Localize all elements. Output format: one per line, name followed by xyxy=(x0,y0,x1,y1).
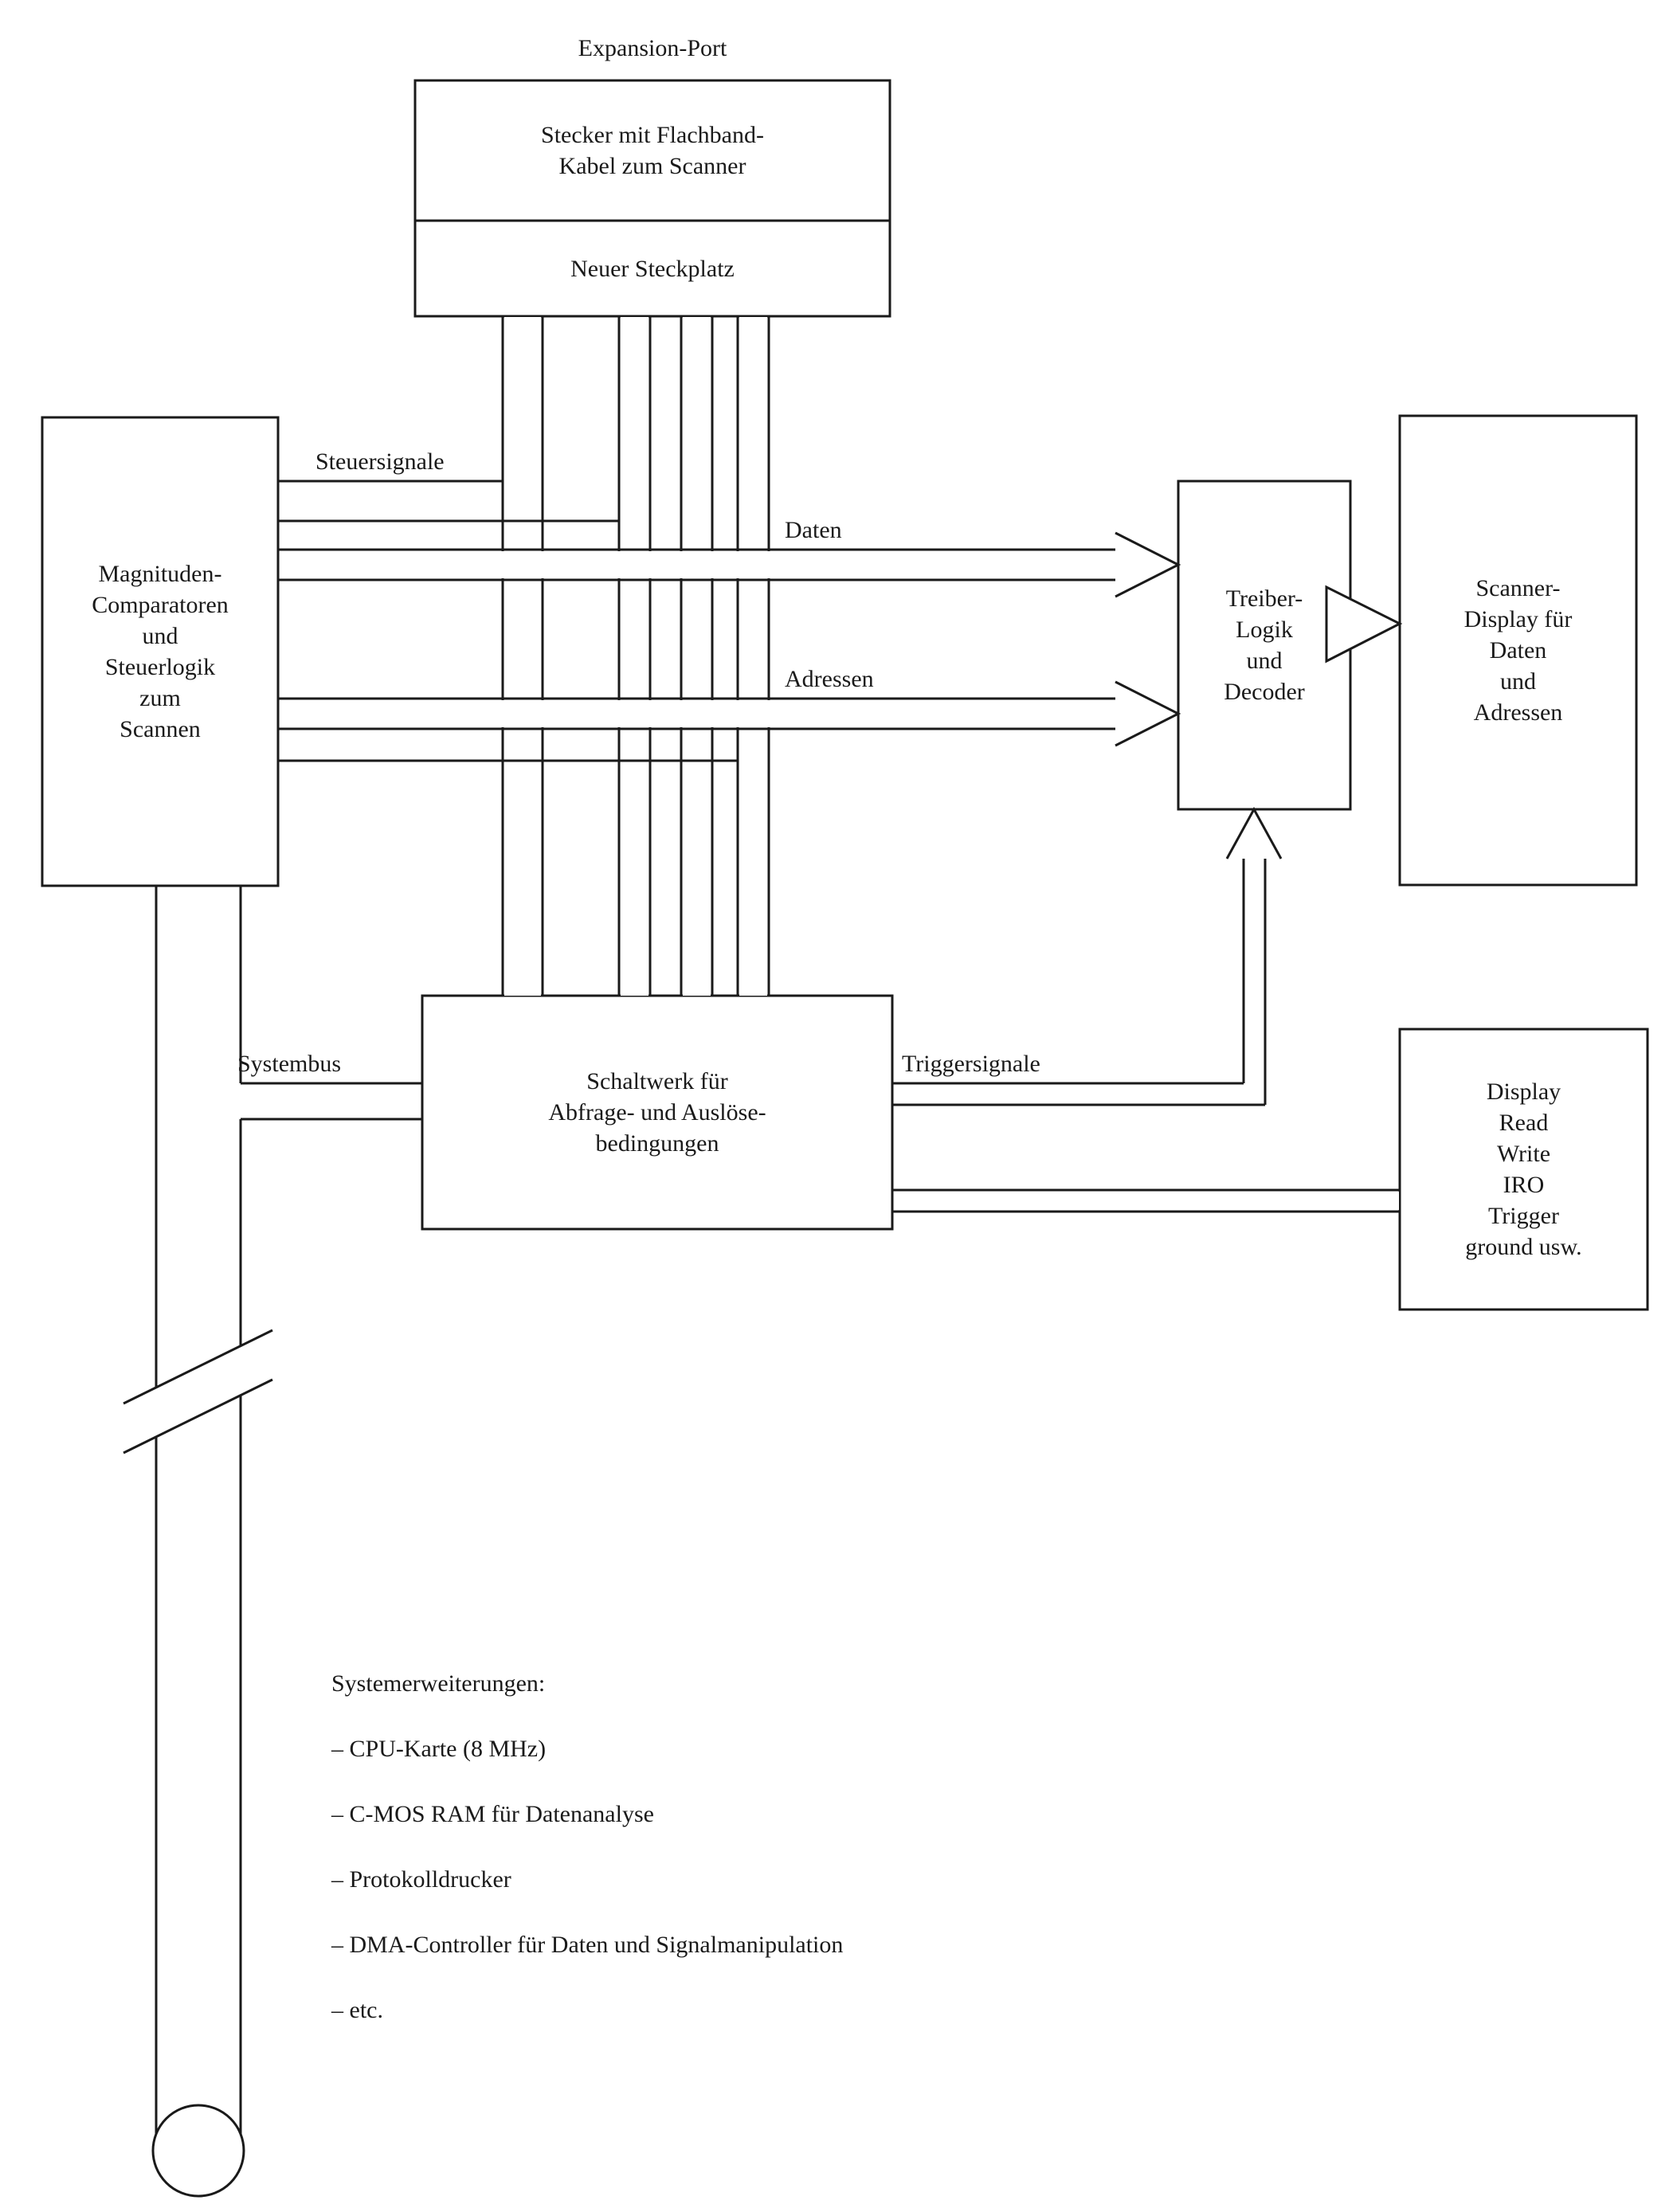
notes-item: – C-MOS RAM für Datenanalyse xyxy=(331,1801,654,1827)
notes-heading: Systemerweiterungen: xyxy=(331,1670,546,1697)
treiber-label: Treiber- Logik und Decoder xyxy=(1224,585,1305,705)
display-signal-bus xyxy=(892,1188,1400,1213)
vertical-bus-4 xyxy=(736,316,770,996)
scanner-display-box xyxy=(1398,414,1638,887)
display-signals-box xyxy=(1398,1028,1649,1311)
schaltwerk-label: Schaltwerk für Abfrage- und Auslöse- bed… xyxy=(548,1068,766,1157)
expansion-port-box xyxy=(413,79,891,318)
adressen-arrowhead xyxy=(1115,680,1181,747)
daten-arrowhead xyxy=(1115,531,1181,598)
trigger-arrowhead xyxy=(1225,806,1283,859)
steuersignale-label: Steuersignale xyxy=(315,448,445,475)
adressen-bus xyxy=(278,697,1117,730)
daten-bus xyxy=(278,548,1117,581)
notes-item: – Protokolldrucker xyxy=(331,1866,511,1893)
notes-item: – CPU-Karte (8 MHz) xyxy=(331,1736,547,1762)
triggersignale-label: Triggersignale xyxy=(902,1051,1040,1077)
vertical-bus-3 xyxy=(680,316,714,996)
comparator-box xyxy=(41,416,280,887)
expansion-top-label: Stecker mit Flachband- Kabel zum Scanner xyxy=(541,122,764,179)
schaltwerk-box xyxy=(421,994,894,1231)
vertical-bus-1 xyxy=(501,316,544,996)
notes-item: – DMA-Controller für Daten und Signalman… xyxy=(331,1932,844,1958)
bus-break-mark xyxy=(123,1329,273,1454)
bus-end-circle xyxy=(151,2104,245,2198)
systembus-branch xyxy=(241,1082,422,1121)
display-signals-label: Display Read Write IRO Trigger ground us… xyxy=(1465,1079,1582,1260)
expansion-bottom-label: Neuer Steckplatz xyxy=(570,255,735,282)
vertical-bus-2 xyxy=(617,316,652,996)
scanner-display-label: Scanner- Display für Daten und Adressen xyxy=(1463,575,1573,726)
treiber-box xyxy=(1177,480,1352,811)
system-extensions-notes: Systemerweiterungen: – CPU-Karte (8 MHz)… xyxy=(331,1635,1208,2059)
systembus-label: Systembus xyxy=(237,1051,342,1077)
notes-item: – etc. xyxy=(331,1997,383,2023)
systembus-vertical xyxy=(155,886,242,2147)
expansion-port-title: Expansion-Port xyxy=(578,34,727,61)
driver-triangle-icon xyxy=(1325,585,1403,664)
adressen-label: Adressen xyxy=(785,666,874,692)
expansion-port-outline xyxy=(413,79,891,318)
comparator-label: Magnituden- Comparatoren und Steuerlogik… xyxy=(92,561,229,742)
triggersignale-bus xyxy=(892,859,1267,1106)
daten-label: Daten xyxy=(785,517,842,543)
